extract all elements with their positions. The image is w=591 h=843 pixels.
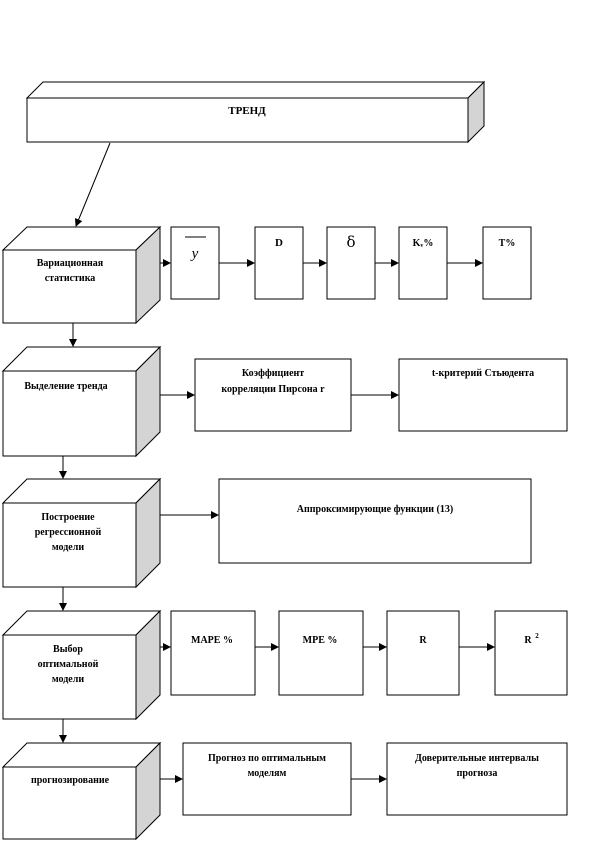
growth-rate-box: T% [482, 226, 532, 300]
mape-label: MAPE % [191, 635, 233, 646]
trend-detection-box: Выделение тренда [1, 345, 162, 458]
r-box: R [386, 610, 460, 696]
forecast-optimal-line1: Прогноз по оптимальным [208, 753, 326, 764]
mpe-label: MPE % [303, 635, 338, 646]
mean-y-label: y [190, 246, 199, 262]
r-squared-box: R 2 [494, 610, 568, 696]
pearson-box: Коэффициент корреляции Пирсона r [194, 358, 352, 432]
forecasting-label: прогнозирование [31, 775, 110, 786]
pearson-label-line1: Коэффициент [242, 368, 304, 379]
confidence-line2: прогноза [457, 768, 498, 779]
mape-box: MAPE % [170, 610, 256, 696]
pearson-label-line2: корреляции Пирсона r [221, 384, 325, 395]
trend-detection-label: Выделение тренда [24, 381, 107, 392]
std-dev-box: δ [326, 226, 376, 300]
delta-label: δ [346, 233, 355, 251]
regression-label-line3: модели [52, 542, 84, 553]
regression-label-line1: Построение [41, 512, 95, 523]
arrow-trend-to-variation [74, 142, 111, 227]
approx-label: Аппроксимирующие функции (13) [297, 504, 453, 515]
variation-label-line2: статистика [45, 273, 96, 284]
r-label: R [419, 635, 427, 646]
trend-label: ТРЕНД [228, 105, 266, 117]
regression-label-line2: регрессионной [35, 527, 102, 538]
optimal-label-line2: оптимальной [38, 659, 99, 670]
r-squared-label: R [524, 635, 532, 646]
student-box: t-критерий Стьюдента [398, 358, 568, 432]
variance-d-label: D [275, 237, 283, 249]
forecast-optimal-line2: моделям [248, 768, 287, 779]
mpe-box: MPE % [278, 610, 364, 696]
optimal-label-line1: Выбор [53, 644, 83, 655]
confidence-intervals-box: Доверительные интервалы прогноза [386, 742, 568, 816]
variation-label-line1: Вариационная [37, 258, 104, 269]
regression-model-box: Построение регрессионной модели [1, 477, 162, 589]
trend-box: ТРЕНД [25, 80, 486, 144]
variation-statistics-box: Вариационная статистика [1, 225, 162, 325]
r-squared-exponent: 2 [535, 632, 539, 640]
forecasting-box: прогнозирование [1, 741, 162, 841]
mean-y-box: y [170, 226, 220, 300]
kv-label: Kᵥ% [413, 238, 434, 249]
variance-d-box: D [254, 226, 304, 300]
t-percent-label: T% [499, 238, 516, 249]
confidence-line1: Доверительные интервалы [415, 753, 539, 764]
optimal-label-line3: модели [52, 674, 84, 685]
approx-functions-box: Аппроксимирующие функции (13) [218, 478, 532, 564]
student-label: t-критерий Стьюдента [432, 368, 534, 379]
variation-coefficient-box: Kᵥ% [398, 226, 448, 300]
forecast-optimal-box: Прогноз по оптимальным моделям [182, 742, 352, 816]
optimal-model-box: Выбор оптимальной модели [1, 609, 162, 721]
